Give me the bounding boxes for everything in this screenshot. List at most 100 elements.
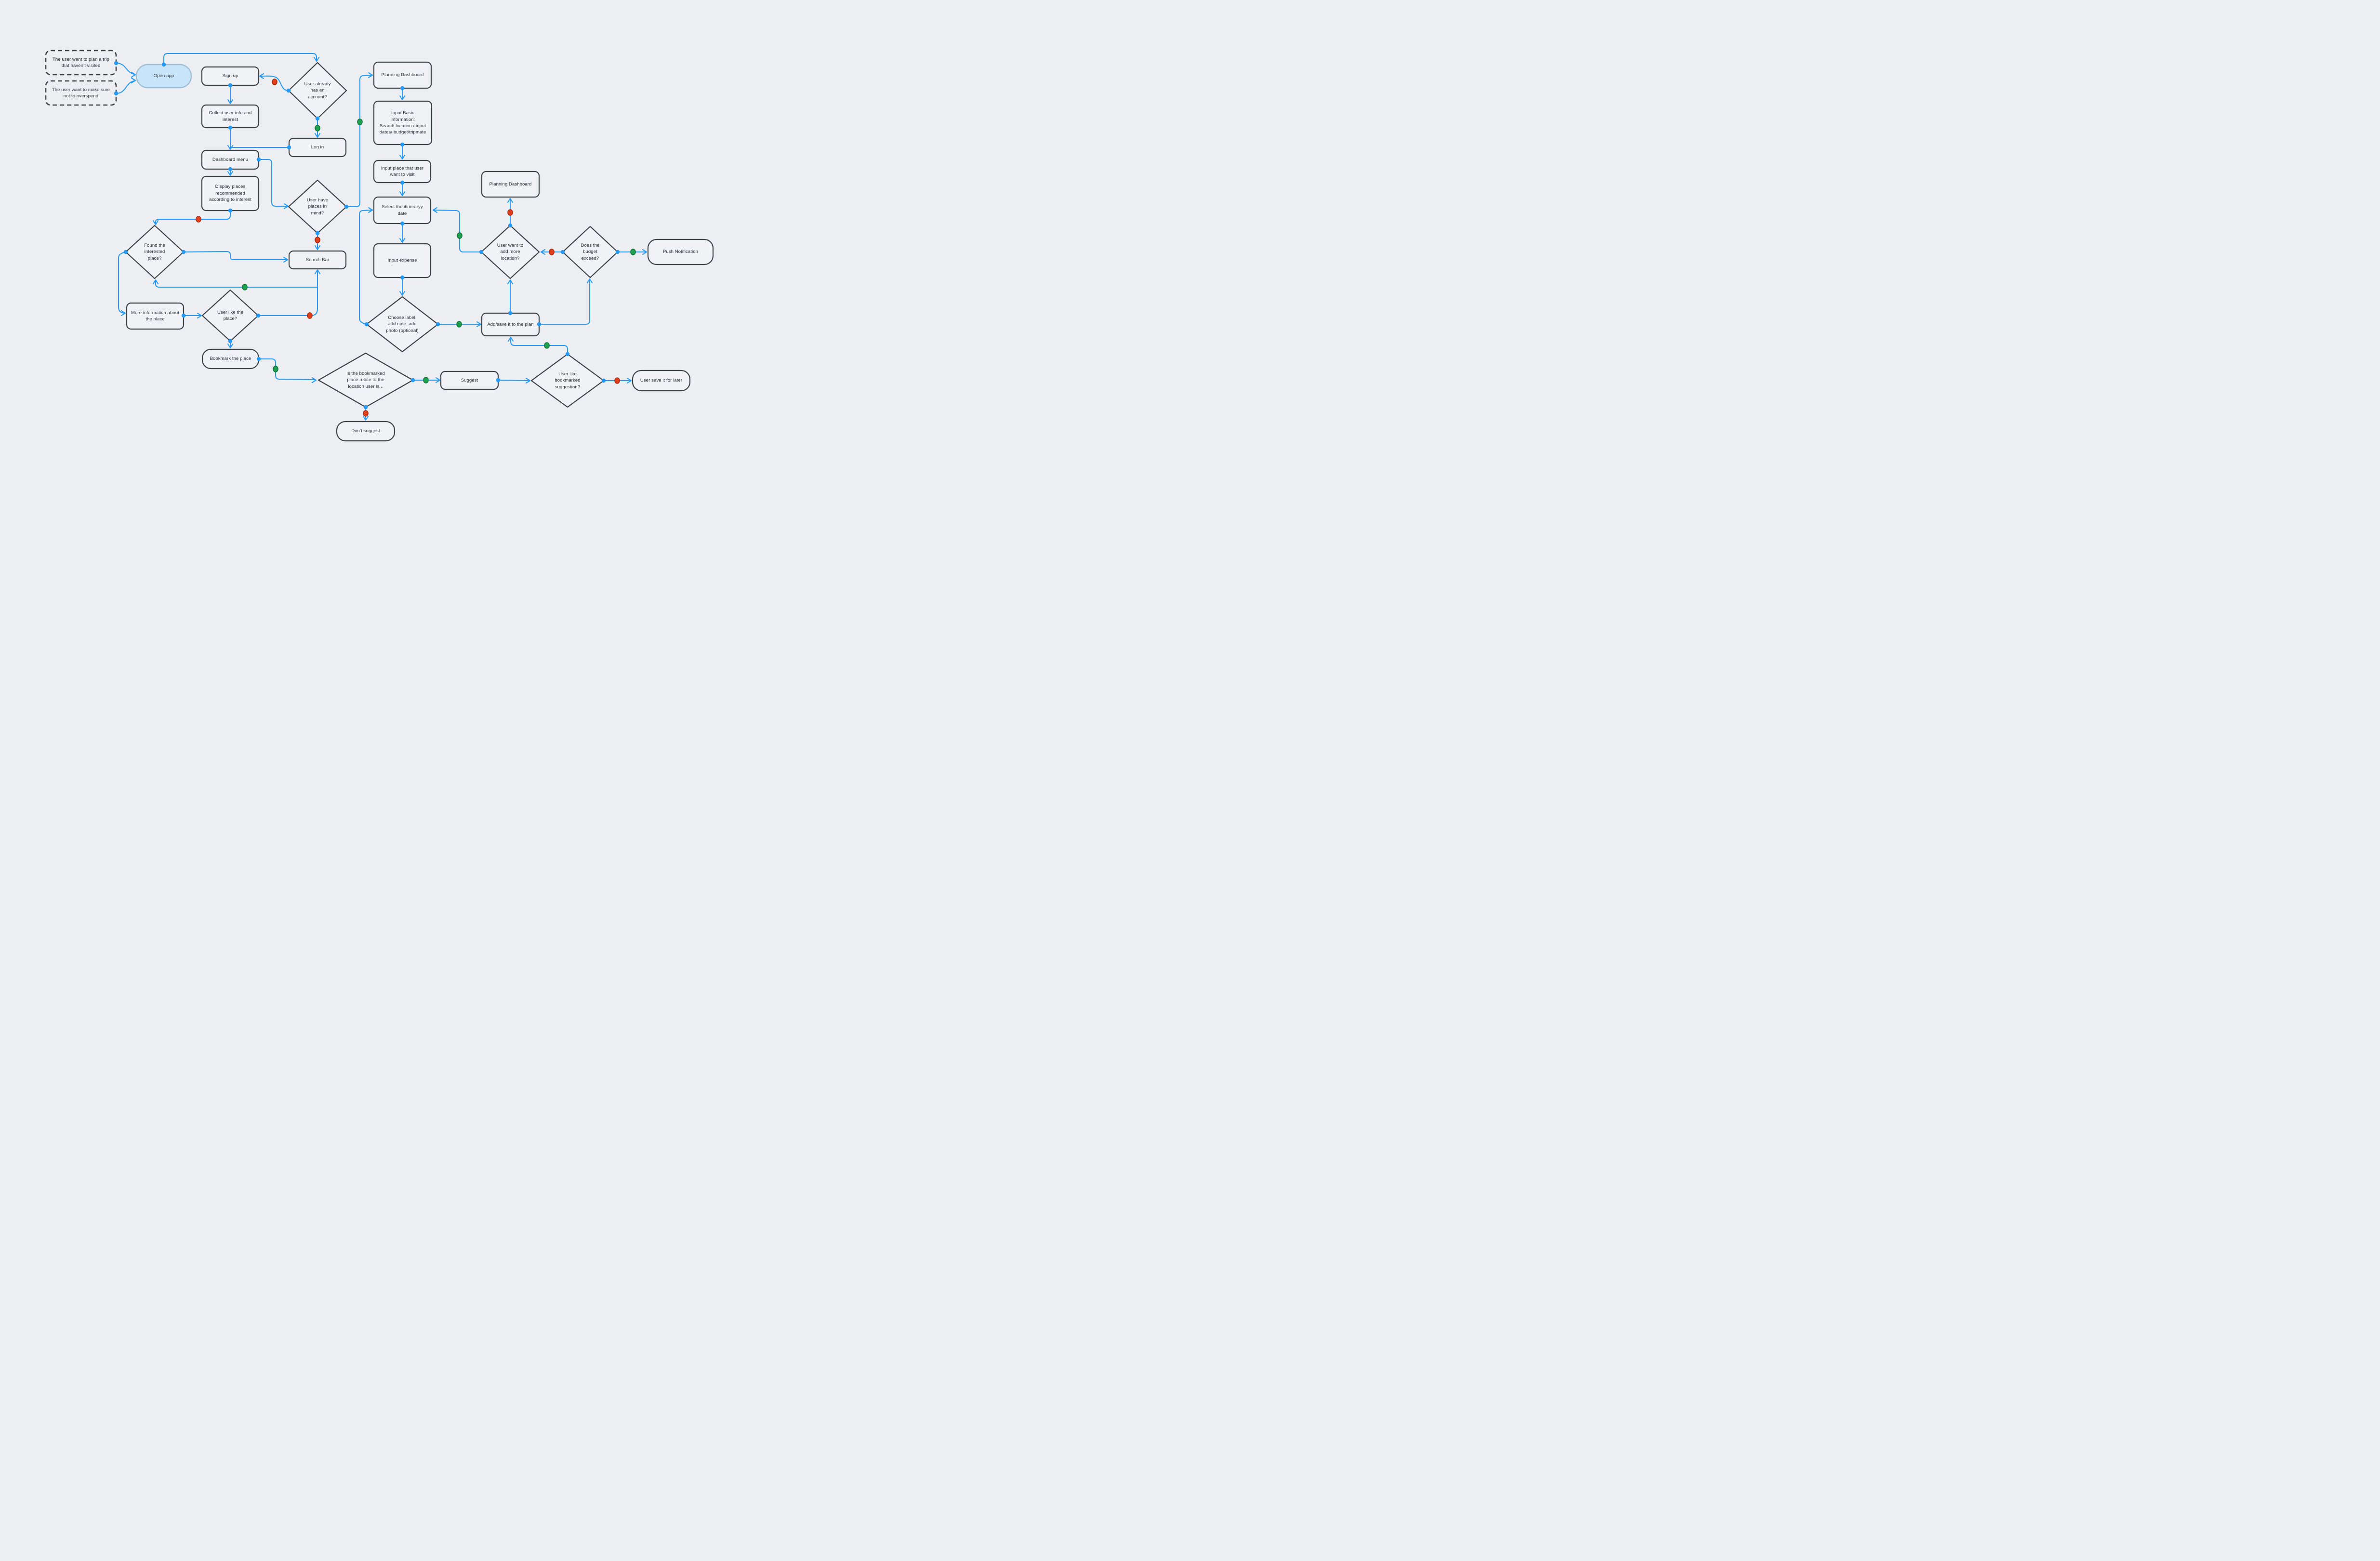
no-red-dot-add-more-no-to-planning-dashboard-2[interactable] — [507, 209, 513, 216]
connector-origin-dot[interactable] — [410, 378, 415, 383]
connector-origin-dot[interactable] — [287, 145, 291, 150]
connector-origin-dot[interactable] — [315, 231, 320, 236]
connector-origin-dot[interactable] — [256, 357, 261, 361]
no-red-dot-like-suggestion-no-to-save-later[interactable] — [614, 377, 620, 384]
connector-origin-dot[interactable] — [508, 311, 513, 316]
connector-origin-dot[interactable] — [400, 275, 405, 280]
yes-green-dot-add-more-yes-to-select-itinerary[interactable] — [457, 232, 463, 239]
input-basic-node[interactable] — [373, 100, 433, 146]
collect-info-node[interactable] — [201, 104, 260, 129]
connector-choose-label-loop-to-select-itinerary — [359, 210, 371, 325]
connector-origin-dot[interactable] — [496, 378, 501, 383]
dashboard-menu-node[interactable] — [201, 149, 260, 170]
bookmarked-relate-question-node[interactable] — [317, 352, 414, 408]
connector-origin-dot[interactable] — [256, 313, 261, 318]
connector-origin-dot[interactable] — [400, 142, 405, 147]
choose-label-question-node[interactable] — [366, 296, 439, 353]
select-itinerary-node[interactable] — [373, 196, 432, 225]
connector-origin-dot[interactable] — [181, 250, 186, 254]
connector-origin-dot[interactable] — [615, 250, 620, 254]
arrowhead-select-itinerary-to-input-expense — [399, 238, 405, 243]
connector-origin-dot[interactable] — [436, 322, 440, 327]
connector-add-save-to-budget — [539, 280, 590, 325]
connector-bookmark-to-bookmarked-relate — [258, 358, 315, 380]
connector-origin-dot[interactable] — [286, 88, 291, 93]
connector-origin-dot[interactable] — [400, 221, 405, 226]
connector-origin-dot[interactable] — [479, 250, 484, 254]
arrowhead-budget-yes-to-push-notification — [642, 249, 647, 255]
display-places-node[interactable] — [201, 175, 260, 212]
connector-origin-dot[interactable] — [400, 86, 405, 91]
input-place-node[interactable] — [373, 159, 432, 184]
budget-question-node[interactable] — [562, 225, 619, 278]
connector-places-in-mind-yes-to-planning-dashboard — [346, 75, 371, 207]
connector-origin-dot[interactable] — [228, 208, 233, 213]
suggest-node[interactable] — [440, 370, 499, 390]
yes-green-dot-like-suggestion-yes-to-add-save[interactable] — [544, 342, 550, 349]
connector-origin-dot[interactable] — [537, 322, 542, 327]
found-place-question-node[interactable] — [125, 225, 185, 279]
connector-origin-dot[interactable] — [565, 352, 570, 357]
connector-origin-dot[interactable] — [363, 405, 368, 410]
connector-origin-dot[interactable] — [315, 116, 320, 121]
connector-origin-dot[interactable] — [256, 157, 261, 162]
yes-green-dot-places-in-mind-yes-to-planning-dashboard[interactable] — [357, 119, 363, 125]
connector-origin-dot[interactable] — [400, 180, 405, 185]
arrowhead-input-expense-to-choose-label — [399, 291, 405, 296]
no-red-dot-bookmarked-relate-no-to-dont-suggest[interactable] — [363, 410, 369, 417]
planning-dashboard-2-node[interactable] — [481, 171, 540, 198]
planning-dashboard-1-node[interactable] — [373, 61, 432, 89]
arrowhead-search-bar-loop-to-found-place — [153, 279, 159, 284]
connector-origin-dot[interactable] — [161, 62, 166, 67]
connector-origin-dot[interactable] — [114, 91, 119, 96]
like-suggestion-question-node[interactable] — [530, 353, 605, 408]
connector-origin-dot[interactable] — [228, 125, 233, 130]
places-in-mind-question-node[interactable] — [288, 179, 347, 234]
connector-origin-dot[interactable] — [601, 378, 606, 383]
yes-green-dot-bookmark-to-bookmarked-relate[interactable] — [273, 366, 278, 372]
account-question-node[interactable] — [288, 62, 347, 119]
no-red-dot-display-places-to-found-place[interactable] — [196, 216, 201, 223]
connector-origin-dot[interactable] — [228, 83, 233, 88]
arrowhead-add-more-no-to-planning-dashboard-2 — [507, 198, 513, 203]
start-trip-node[interactable] — [45, 50, 117, 76]
no-red-dot-places-in-mind-no-to-search-bar[interactable] — [315, 237, 320, 243]
search-bar-node[interactable] — [288, 250, 347, 270]
arrowhead-like-place-no-to-search-bar — [315, 269, 320, 274]
log-in-node[interactable] — [288, 137, 347, 158]
more-info-node[interactable] — [126, 302, 185, 330]
connector-origin-dot[interactable] — [508, 223, 513, 228]
no-red-dot-like-place-no-to-search-bar[interactable] — [307, 312, 313, 319]
add-more-question-node[interactable] — [480, 225, 540, 279]
yes-green-dot-search-bar-loop-to-found-place[interactable] — [242, 284, 248, 291]
yes-green-dot-budget-yes-to-push-notification[interactable] — [630, 249, 636, 255]
connector-origin-dot[interactable] — [228, 339, 233, 344]
open-app-node[interactable] — [135, 64, 192, 89]
add-save-plan-node[interactable] — [481, 312, 540, 337]
bookmark-place-node[interactable] — [201, 348, 260, 370]
yes-green-dot-account-yes-to-log-in[interactable] — [315, 125, 320, 132]
connector-origin-dot[interactable] — [364, 322, 369, 327]
connector-origin-dot[interactable] — [560, 250, 565, 254]
push-notification-node[interactable] — [647, 238, 714, 265]
connector-origin-dot[interactable] — [123, 250, 128, 254]
arrowhead-choose-label-yes-to-add-save — [476, 321, 481, 327]
input-expense-node[interactable] — [373, 243, 432, 278]
connector-origin-dot[interactable] — [228, 167, 233, 172]
connector-origin-dot[interactable] — [114, 61, 119, 66]
dont-suggest-node[interactable] — [336, 421, 396, 442]
connector-start-trip-to-open-app — [116, 63, 134, 75]
arrowhead-found-place-to-search-bar — [283, 257, 288, 263]
connector-origin-dot[interactable] — [181, 313, 186, 318]
arrowhead-places-in-mind-yes-to-planning-dashboard — [368, 72, 373, 78]
like-place-question-node[interactable] — [201, 289, 259, 342]
yes-green-dot-bookmarked-relate-yes-to-suggest[interactable] — [423, 377, 429, 384]
connector-found-place-to-more-info — [118, 251, 126, 314]
start-budget-node[interactable] — [45, 80, 117, 106]
no-red-dot-account-no-to-sign-up[interactable] — [272, 79, 278, 85]
no-red-dot-budget-no-to-add-more[interactable] — [549, 249, 555, 255]
yes-green-dot-choose-label-yes-to-add-save[interactable] — [456, 321, 462, 328]
connector-origin-dot[interactable] — [344, 204, 349, 209]
sign-up-node[interactable] — [201, 66, 260, 86]
save-for-later-node[interactable] — [632, 370, 691, 392]
